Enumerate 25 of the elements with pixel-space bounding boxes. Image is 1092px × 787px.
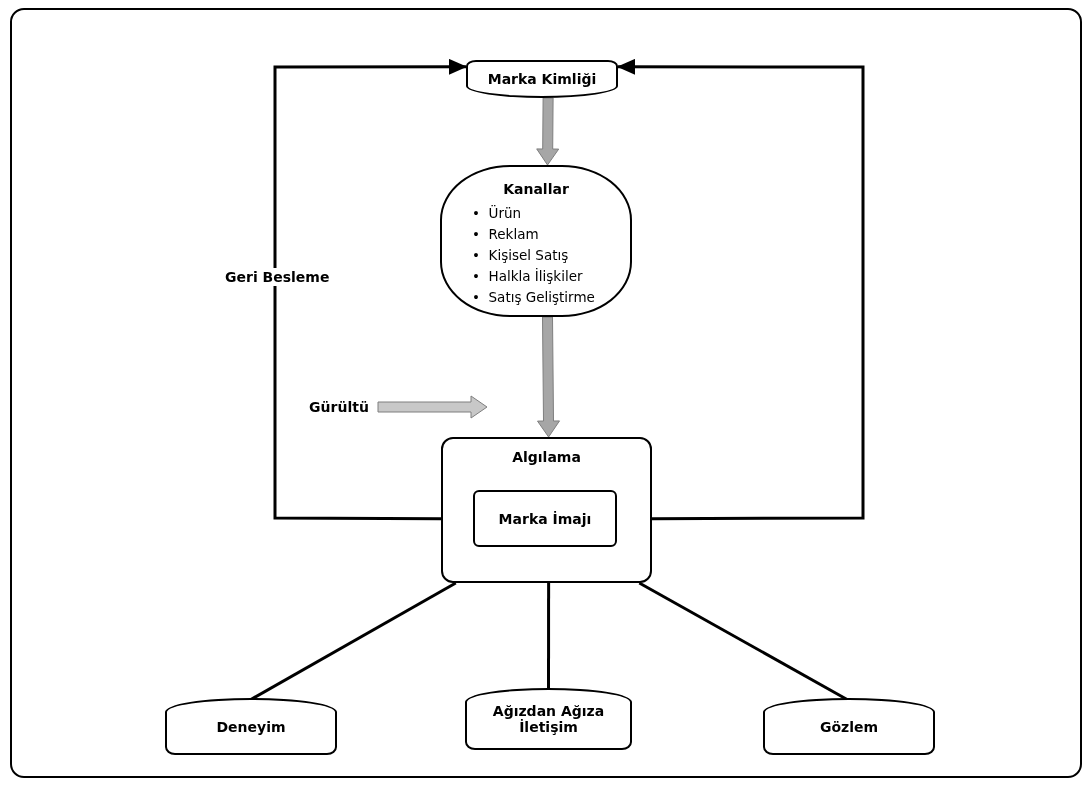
node-label: Gözlem [819,718,879,735]
rounded-box [466,60,618,98]
cylinder-box [763,698,935,755]
node-heading: Kanallar [503,181,569,197]
node-label: Deneyim [216,718,286,735]
node-label: Marka İmajı [498,510,592,527]
node-label: Marka Kimliği [487,71,597,87]
list-item: • Kişisel Satış [472,246,570,265]
node-heading: Algılama [512,449,581,465]
rounded-box [473,490,617,547]
list-item: • Halkla İlişkiler [472,267,584,286]
arrow [617,58,865,521]
cylinder-box [165,698,337,755]
arrow [536,97,560,166]
list-item: • Satış Geliştirme [472,288,596,307]
list-item: • Reklam [472,225,540,244]
text-label: Gürültü [300,396,378,418]
arrow [537,316,560,438]
node-label: Ağızdan Ağıza İletişim [491,703,606,735]
rounded-box [440,165,632,317]
arrow [273,58,467,521]
list-item: • Ürün [472,204,523,223]
cylinder-box [465,688,632,750]
rounded-box [441,437,652,583]
arrow [377,395,488,419]
